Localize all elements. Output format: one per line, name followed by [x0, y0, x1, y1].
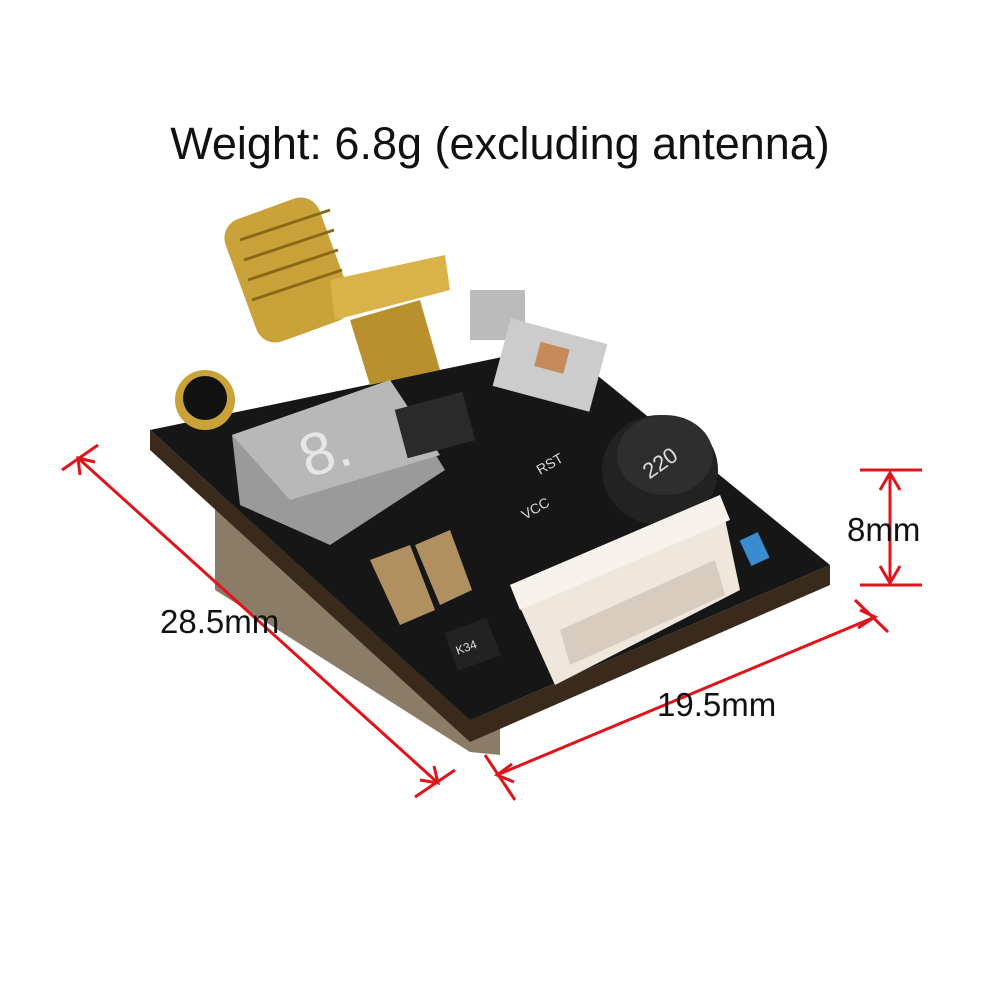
sma-antenna-connector [224, 197, 525, 385]
capacitor [370, 545, 435, 625]
weight-title: Weight: 6.8g (excluding antenna) [170, 118, 830, 169]
seven-segment-display: 8. [232, 380, 445, 545]
k34-label: K34 [454, 637, 479, 658]
length-label: 28.5mm [160, 603, 280, 640]
jst-connector [510, 495, 740, 685]
inductor: 220 [602, 415, 718, 525]
dimension-lines [61, 443, 922, 801]
length-dimension-line [76, 456, 440, 785]
capacitor [415, 530, 472, 605]
width-dimension-line [496, 615, 876, 777]
width-label: 19.5mm [657, 686, 777, 723]
height-label: 8mm [847, 511, 921, 548]
